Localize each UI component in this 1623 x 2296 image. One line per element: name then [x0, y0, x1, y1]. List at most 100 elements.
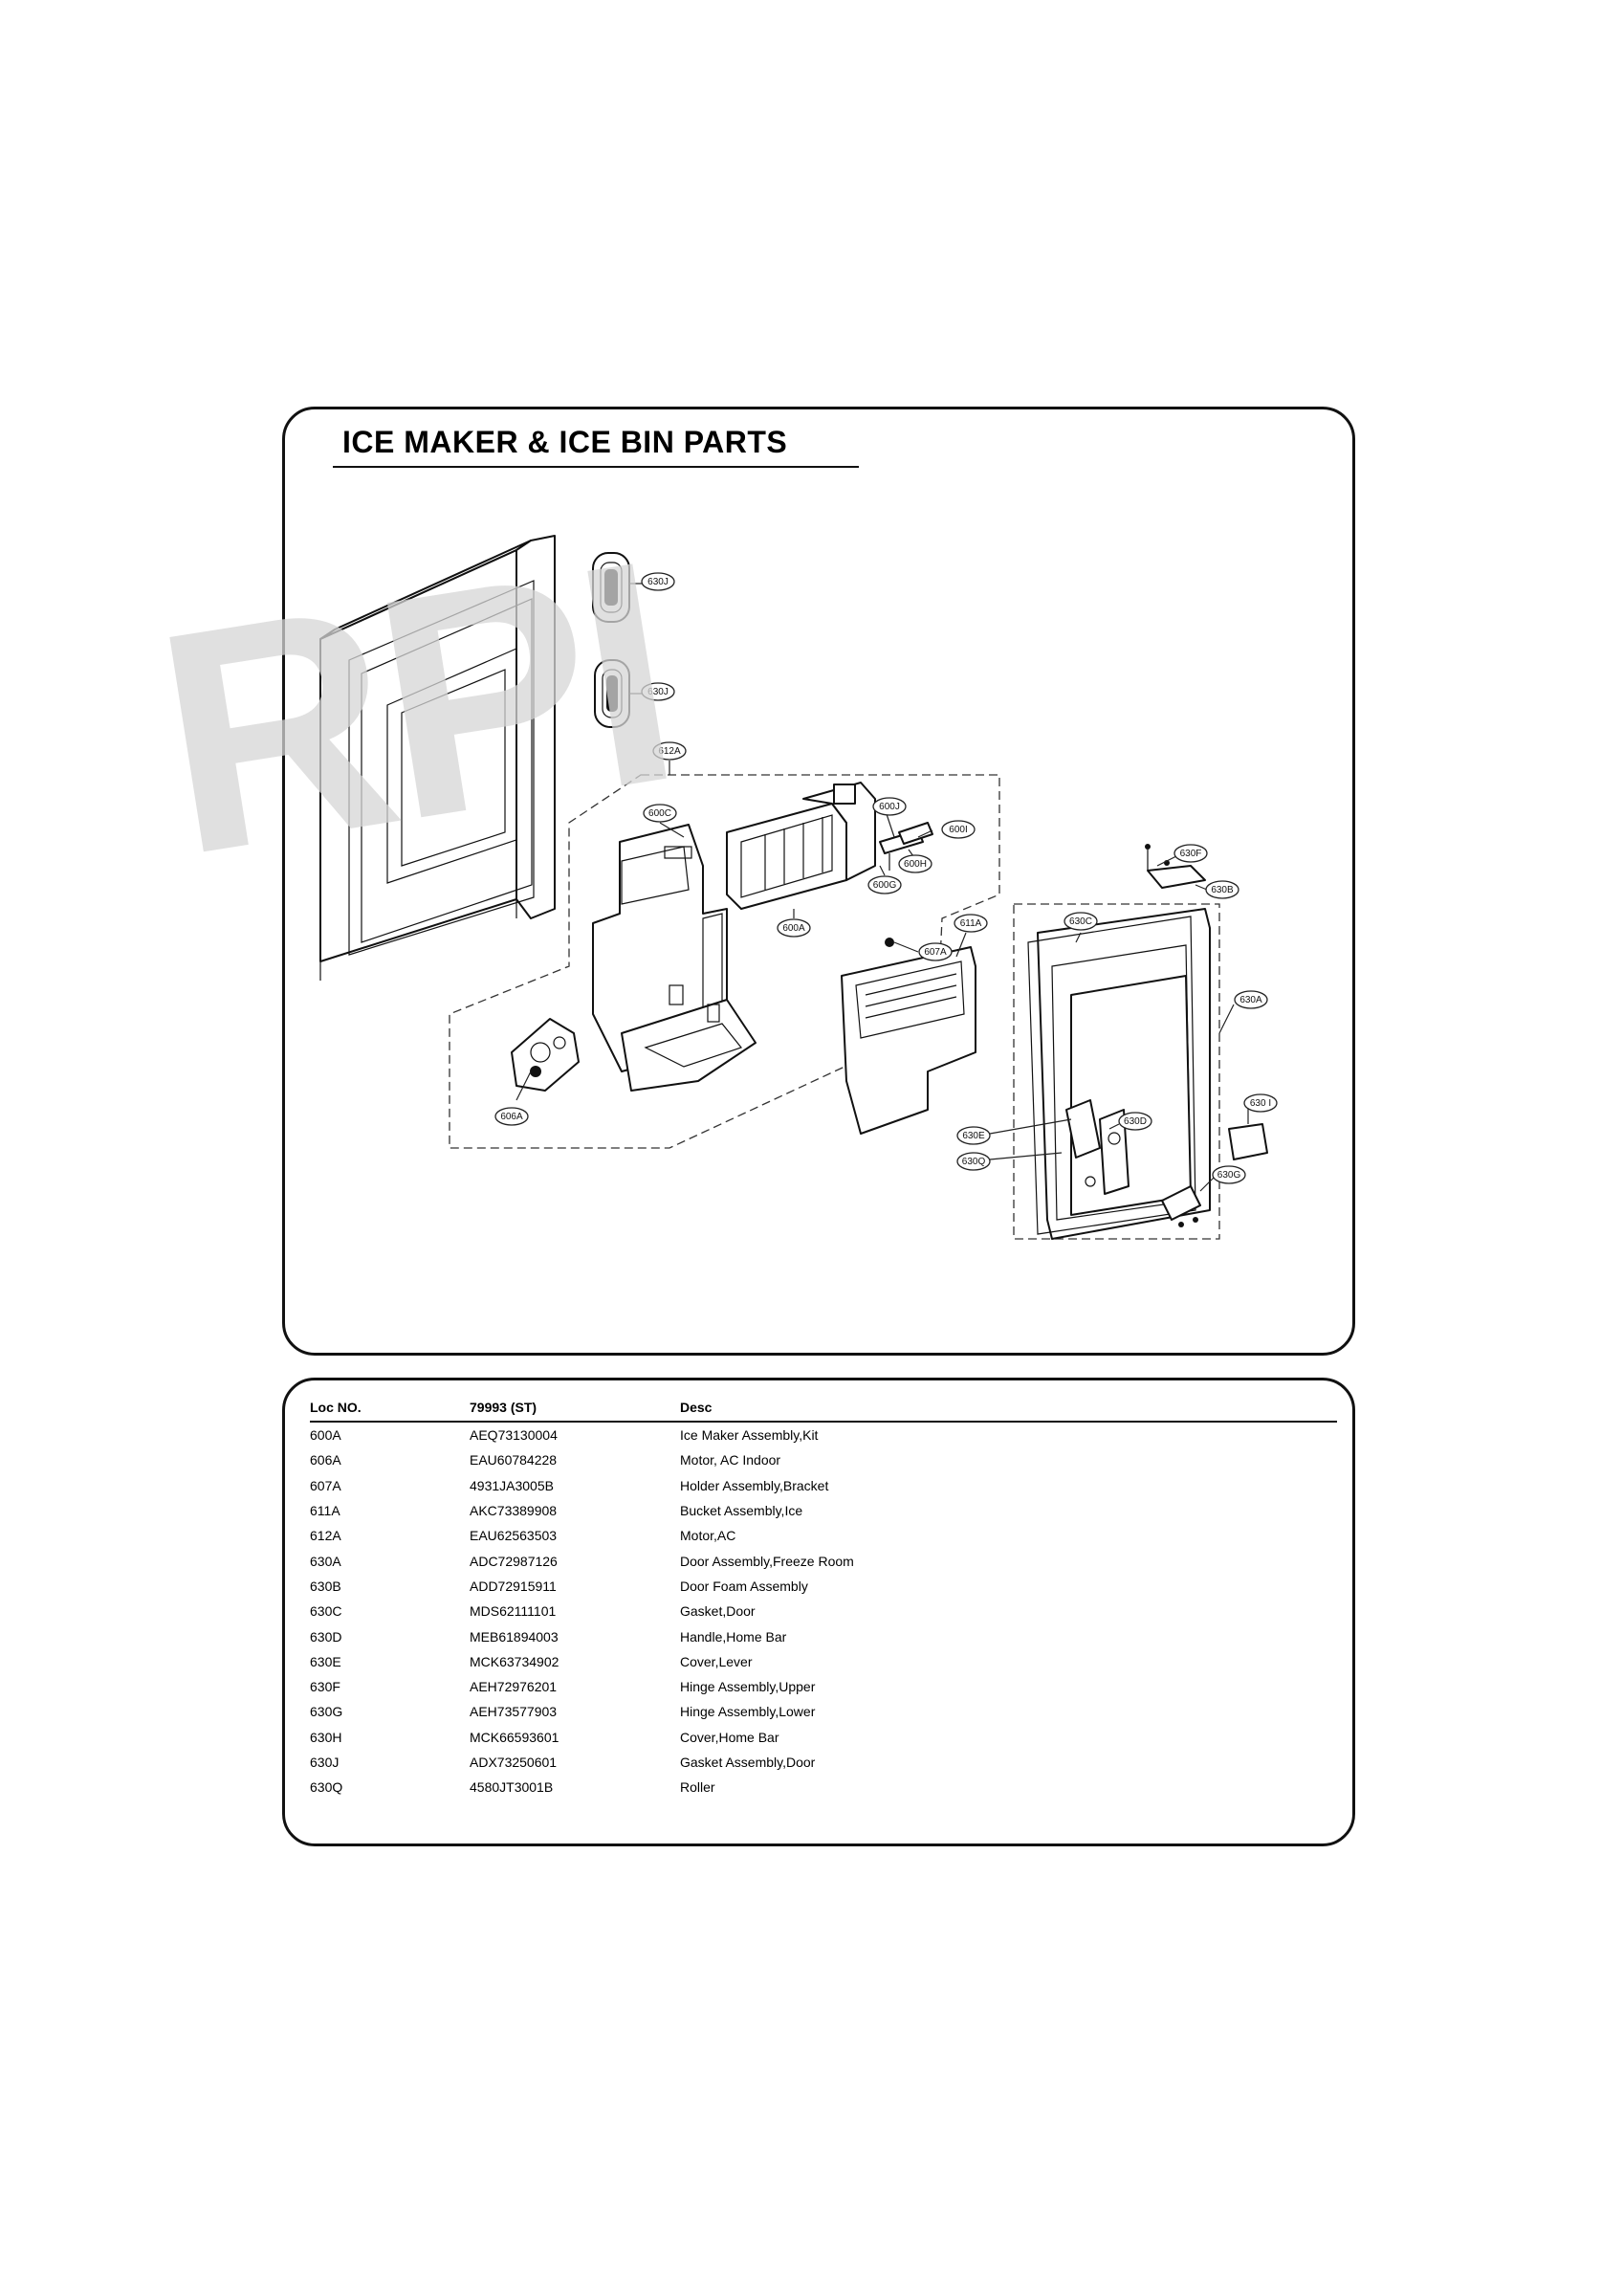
- cell-loc-no: 630E: [310, 1653, 341, 1669]
- header-loc-no: Loc NO.: [310, 1394, 470, 1423]
- home-bar-cover: [1228, 1123, 1268, 1160]
- callout-630J-upper: 630J: [641, 572, 675, 591]
- callout-600J: 600J: [872, 797, 907, 816]
- cell-desc: Handle,Home Bar: [680, 1628, 787, 1645]
- svg-text:606A: 606A: [500, 1112, 523, 1122]
- cell-desc: Holder Assembly,Bracket: [680, 1477, 829, 1493]
- table-row: 606A EAU60784228 Motor, AC Indoor: [310, 1447, 1337, 1472]
- gasket-630J-lower: [594, 659, 630, 728]
- cell-desc: Hinge Assembly,Lower: [680, 1704, 816, 1720]
- svg-text:630J: 630J: [647, 577, 669, 587]
- cell-part-number: AEH72976201: [470, 1679, 558, 1695]
- cell-desc: Ice Maker Assembly,Kit: [680, 1427, 819, 1444]
- callout-630E: 630E: [956, 1126, 991, 1145]
- cell-desc: Door Foam Assembly: [680, 1578, 808, 1594]
- svg-text:630D: 630D: [1124, 1116, 1147, 1127]
- callout-630A: 630A: [1234, 990, 1268, 1009]
- cell-loc-no: 630F: [310, 1679, 340, 1695]
- svg-text:630C: 630C: [1069, 916, 1092, 927]
- cell-loc-no: 630A: [310, 1553, 341, 1569]
- callout-606A: 606A: [494, 1107, 529, 1126]
- callout-607A: 607A: [918, 942, 953, 961]
- cell-loc-no: 606A: [310, 1452, 341, 1468]
- cell-part-number: AEQ73130004: [470, 1427, 558, 1444]
- table-row: 630B ADD72915911 Door Foam Assembly: [310, 1574, 1337, 1599]
- cell-part-number: MCK66593601: [470, 1729, 559, 1745]
- callout-600C: 600C: [643, 804, 677, 823]
- svg-text:630B: 630B: [1211, 885, 1234, 895]
- callout-600A: 600A: [777, 918, 811, 938]
- cell-loc-no: 611A: [310, 1503, 340, 1519]
- cell-desc: Cover,Lever: [680, 1653, 753, 1669]
- cell-part-number: AEH73577903: [470, 1704, 558, 1720]
- header-part-number: 79993 (ST): [470, 1394, 680, 1423]
- cell-loc-no: 630H: [310, 1729, 342, 1745]
- freezer-door-frame: [319, 535, 556, 981]
- svg-text:600H: 600H: [904, 859, 927, 870]
- cell-part-number: EAU62563503: [470, 1528, 558, 1544]
- callout-611A: 611A: [954, 914, 988, 933]
- exploded-parts-diagram: 630J 630J 612A 600C 600J 600I 600H 600G …: [319, 535, 1278, 1240]
- gasket-630J-upper: [592, 552, 630, 623]
- svg-text:600A: 600A: [782, 923, 805, 934]
- table-row: 630H MCK66593601 Cover,Home Bar: [310, 1725, 1337, 1750]
- callout-630G: 630G: [1212, 1165, 1246, 1184]
- ice-bucket: [841, 938, 976, 1135]
- callout-600H: 600H: [898, 854, 932, 873]
- cell-part-number: ADC72987126: [470, 1553, 558, 1569]
- cell-loc-no: 630J: [310, 1755, 340, 1770]
- cell-desc: Cover,Home Bar: [680, 1729, 779, 1745]
- cell-part-number: MDS62111101: [470, 1603, 557, 1620]
- ice-maker-assembly: [726, 782, 876, 910]
- cell-loc-no: 630C: [310, 1603, 342, 1620]
- callout-630C: 630C: [1064, 912, 1098, 931]
- callout-630F: 630F: [1173, 844, 1208, 863]
- cell-desc: Motor, AC Indoor: [680, 1452, 781, 1468]
- cell-loc-no: 612A: [310, 1528, 341, 1544]
- table-row: 630A ADC72987126 Door Assembly,Freeze Room: [310, 1548, 1337, 1573]
- cell-desc: Gasket Assembly,Door: [680, 1755, 816, 1770]
- svg-text:600J: 600J: [879, 802, 900, 812]
- cell-loc-no: 630Q: [310, 1779, 343, 1796]
- callout-630J-lower: 630J: [641, 682, 675, 701]
- parts-table-panel: Loc NO. 79993 (ST) Desc 600A AEQ73130004 I…: [282, 1378, 1355, 1846]
- section-title: ICE MAKER & ICE BIN PARTS: [342, 425, 788, 459]
- svg-text:630G: 630G: [1217, 1170, 1241, 1181]
- cell-desc: Roller: [680, 1779, 715, 1796]
- cell-part-number: ADD72915911: [470, 1578, 557, 1594]
- callout-600I: 600I: [941, 820, 976, 839]
- upper-hinge: [1145, 844, 1206, 889]
- svg-text:630E: 630E: [962, 1131, 985, 1141]
- callout-612A: 612A: [652, 741, 687, 761]
- table-row: 630J ADX73250601 Gasket Assembly,Door: [310, 1750, 1337, 1775]
- cell-part-number: MEB61894003: [470, 1628, 559, 1645]
- callout-630D: 630D: [1118, 1112, 1152, 1131]
- table-header-row: Loc NO. 79993 (ST) Desc: [310, 1394, 1337, 1423]
- freeze-room-door: [1013, 903, 1220, 1240]
- cell-desc: Hinge Assembly,Upper: [680, 1679, 816, 1695]
- cell-loc-no: 630B: [310, 1578, 341, 1594]
- ice-maker-small-parts: [879, 822, 933, 871]
- cell-loc-no: 600A: [310, 1427, 341, 1444]
- svg-text:630F: 630F: [1180, 849, 1202, 859]
- svg-text:600I: 600I: [949, 825, 967, 835]
- cell-desc: Bucket Assembly,Ice: [680, 1503, 803, 1519]
- svg-text:600G: 600G: [873, 880, 897, 891]
- lower-hinge: [1161, 1185, 1201, 1227]
- svg-text:630 I: 630 I: [1250, 1098, 1271, 1109]
- svg-text:612A: 612A: [658, 746, 681, 757]
- table-row: 630F AEH72976201 Hinge Assembly,Upper: [310, 1674, 1337, 1699]
- cell-part-number: EAU60784228: [470, 1452, 558, 1468]
- motor-606A: [511, 1018, 580, 1092]
- cell-loc-no: 630D: [310, 1628, 342, 1645]
- cell-part-number: ADX73250601: [470, 1755, 558, 1770]
- svg-text:630A: 630A: [1239, 995, 1262, 1005]
- cell-desc: Door Assembly,Freeze Room: [680, 1553, 854, 1569]
